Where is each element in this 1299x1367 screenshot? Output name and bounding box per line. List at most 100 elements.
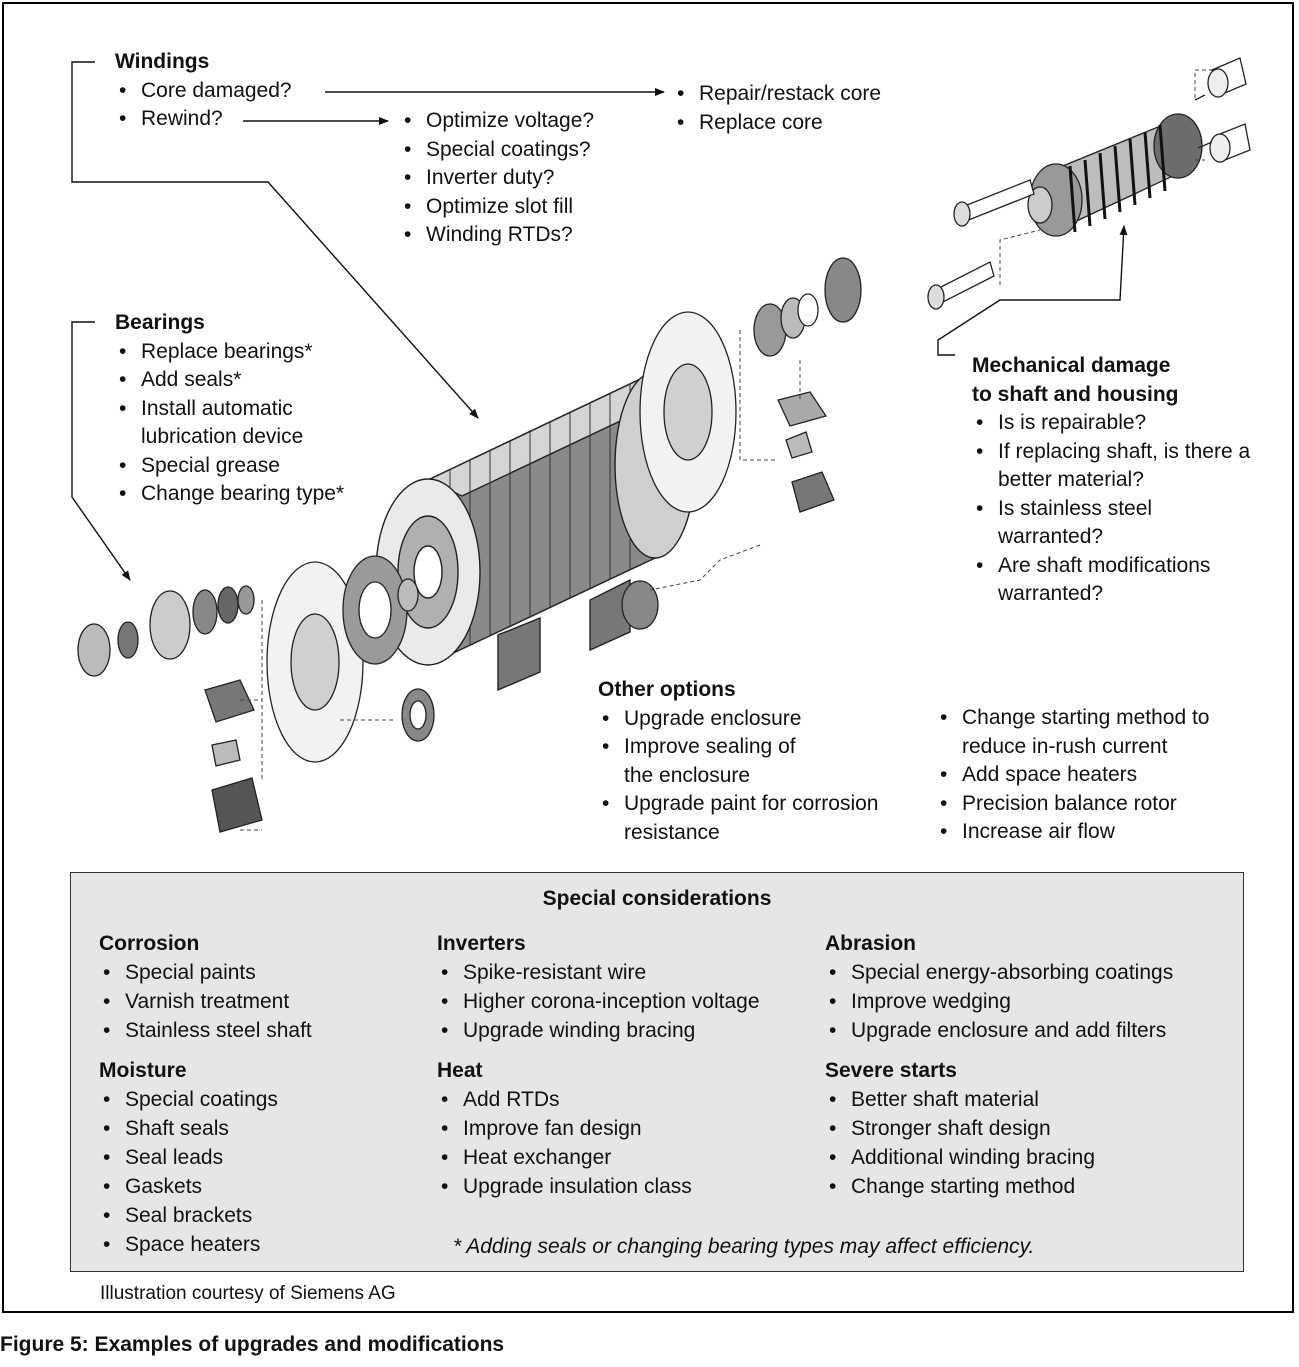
list-item: If replacing shaft, is there a better ma… [972,438,1262,495]
list-item: Install automatic lubrication device [115,395,365,452]
severe-starts-list: Better shaft material Stronger shaft des… [825,1085,1095,1201]
list-item: Special coatings? [400,136,594,165]
list-item: Better shaft material [825,1085,1095,1114]
other-options-left-list: Upgrade enclosure Improve sealing of the… [598,705,920,848]
list-item: Special grease [115,452,365,481]
list-item: Add RTDs [437,1085,692,1114]
bearings-list: Replace bearings* Add seals* Install aut… [115,338,365,509]
windings-bracket [71,61,479,419]
list-item: Spike-resistant wire [437,958,760,987]
corrosion-group: Corrosion Special paints Varnish treatme… [99,929,312,1045]
list-item: Is stainless steel warranted? [972,495,1262,552]
heat-list: Add RTDs Improve fan design Heat exchang… [437,1085,692,1201]
left-dashed-guides [240,600,395,831]
heat-group: Heat Add RTDs Improve fan design Heat ex… [437,1056,692,1201]
inverters-group: Inverters Spike-resistant wire Higher co… [437,929,760,1045]
windings-group: Windings Core damaged? Rewind? [115,48,292,134]
mechanical-heading-1: Mechanical damage [972,354,1171,377]
list-item: Space heaters [99,1230,278,1259]
list-item: Higher corona-inception voltage [437,987,760,1016]
special-considerations-panel: Special considerations Corrosion Special… [70,872,1244,1272]
list-item: Special energy-absorbing coatings [825,958,1173,987]
bearings-bracket [71,321,131,581]
illustration-credit: Illustration courtesy of Siemens AG [100,1283,396,1304]
mechanical-heading-2: to shaft and housing [972,382,1179,406]
list-item: Optimize slot fill [400,193,594,222]
list-item: Rewind? [115,105,292,134]
list-item: Upgrade enclosure [598,705,920,734]
list-item: Optimize voltage? [400,107,594,136]
other-options-group: Other options Upgrade enclosure Improve … [598,676,920,847]
leader-lines [71,61,1128,581]
list-item: Improve sealing of the enclosure [598,733,829,790]
mechanical-list: Is is repairable? If replacing shaft, is… [972,409,1262,609]
list-item: Varnish treatment [99,987,312,1016]
rewind-options-list: Optimize voltage? Special coatings? Inve… [400,107,594,250]
other-options-right: Change starting method to reduce in-rush… [936,704,1266,847]
abrasion-group: Abrasion Special energy-absorbing coatin… [825,929,1173,1045]
moisture-group: Moisture Special coatings Shaft seals Se… [99,1056,278,1259]
list-item: Improve fan design [437,1114,692,1143]
list-item: Inverter duty? [400,164,594,193]
other-options-right-list: Change starting method to reduce in-rush… [936,704,1266,847]
list-item: Is is repairable? [972,409,1262,438]
bearings-heading: Bearings [115,311,205,334]
core-options-list: Repair/restack core Replace core [673,80,881,137]
list-item: Upgrade paint for corrosion resistance [598,790,920,847]
list-item: Replace bearings* [115,338,365,367]
list-item: Upgrade winding bracing [437,1016,760,1045]
mechanical-group: Mechanical damage to shaft and housing I… [972,352,1262,609]
list-item: Increase air flow [936,818,1266,847]
list-item: Seal leads [99,1143,278,1172]
mechanical-bracket [937,225,1128,356]
abrasion-heading: Abrasion [825,932,917,955]
list-item: Add space heaters [936,761,1266,790]
list-item: Repair/restack core [673,80,881,109]
list-item: Improve wedging [825,987,1173,1016]
list-item: Upgrade enclosure and add filters [825,1016,1173,1045]
figure-caption: Figure 5: Examples of upgrades and modif… [0,1333,505,1356]
footnote: * Adding seals or changing bearing types… [453,1235,1035,1258]
list-item: Gaskets [99,1172,278,1201]
rewind-options: Optimize voltage? Special coatings? Inve… [400,107,594,250]
corrosion-heading: Corrosion [99,932,200,955]
list-item: Heat exchanger [437,1143,692,1172]
list-item: Change bearing type* [115,480,365,509]
windings-list: Core damaged? Rewind? [115,77,292,134]
bearings-group: Bearings Replace bearings* Add seals* In… [115,309,365,509]
corrosion-list: Special paints Varnish treatment Stainle… [99,958,312,1045]
list-item: Shaft seals [99,1114,278,1143]
inverters-heading: Inverters [437,932,526,955]
list-item: Change starting method to reduce in-rush… [936,704,1266,761]
list-item: Winding RTDs? [400,221,594,250]
moisture-list: Special coatings Shaft seals Seal leads … [99,1085,278,1259]
heat-heading: Heat [437,1059,483,1082]
severe-starts-heading: Severe starts [825,1059,957,1082]
core-options: Repair/restack core Replace core [673,80,881,137]
list-item: Stronger shaft design [825,1114,1095,1143]
list-item: Are shaft modifications warranted? [972,552,1262,609]
list-item: Special coatings [99,1085,278,1114]
left-end-parts [77,555,435,833]
right-end-parts [621,257,862,630]
inverters-list: Spike-resistant wire Higher corona-incep… [437,958,760,1045]
list-item: Seal brackets [99,1201,278,1230]
list-item: Precision balance rotor [936,790,1266,819]
list-item: Stainless steel shaft [99,1016,312,1045]
rotor-dashed-guides [999,69,1212,285]
list-item: Upgrade insulation class [437,1172,692,1201]
special-considerations-title: Special considerations [542,887,772,910]
list-item: Add seals* [115,366,365,395]
abrasion-list: Special energy-absorbing coatings Improv… [825,958,1173,1045]
other-options-heading: Other options [598,678,736,701]
moisture-heading: Moisture [99,1059,187,1082]
list-item: Special paints [99,958,312,987]
severe-starts-group: Severe starts Better shaft material Stro… [825,1056,1095,1201]
list-item: Additional winding bracing [825,1143,1095,1172]
list-item: Change starting method [825,1172,1095,1201]
list-item: Core damaged? [115,77,292,106]
windings-heading: Windings [115,50,210,73]
right-dashed-guides [649,330,801,591]
rotor-assembly [927,57,1251,310]
